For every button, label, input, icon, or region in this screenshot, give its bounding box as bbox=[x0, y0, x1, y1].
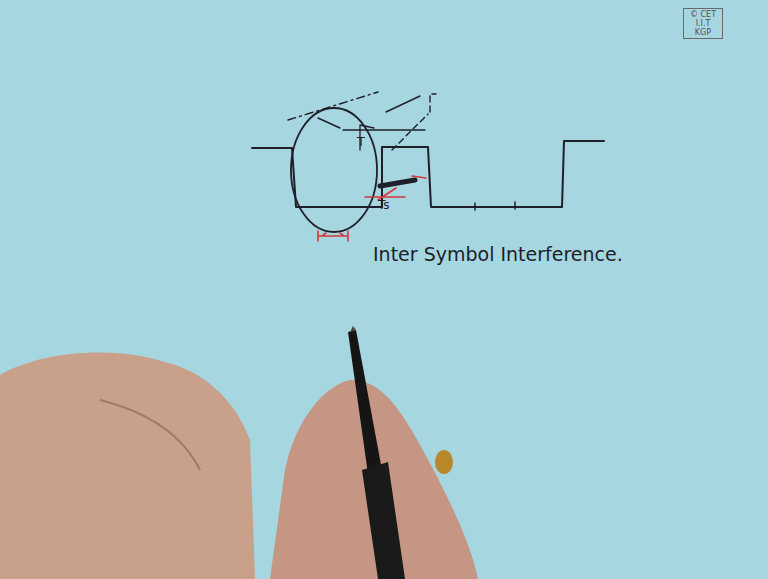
red-interval bbox=[318, 231, 348, 241]
hands bbox=[0, 326, 478, 579]
hand bbox=[0, 353, 255, 579]
tick-mark bbox=[475, 202, 515, 210]
slope-line bbox=[318, 96, 420, 128]
watermark-text: © CET I.I.T KGP bbox=[687, 10, 719, 37]
ring bbox=[435, 450, 453, 474]
square-wave bbox=[346, 206, 382, 208]
pen bbox=[362, 462, 405, 579]
time-label: Ts bbox=[378, 198, 390, 212]
red-underline bbox=[365, 196, 405, 198]
handwritten-note: Inter Symbol Interference. bbox=[373, 243, 623, 265]
hand bbox=[270, 380, 478, 579]
red-mark bbox=[378, 176, 426, 200]
knuckle bbox=[100, 400, 200, 470]
scribble bbox=[380, 180, 415, 186]
square-wave bbox=[252, 141, 604, 207]
arrow-line bbox=[343, 125, 425, 150]
dash-line bbox=[288, 92, 378, 120]
pen-tip bbox=[350, 326, 356, 332]
watermark-box: © CET I.I.T KGP bbox=[683, 8, 723, 39]
slope-line bbox=[392, 94, 436, 150]
time-label: T bbox=[357, 134, 365, 149]
circle-mark bbox=[291, 108, 377, 232]
pen bbox=[348, 330, 382, 474]
